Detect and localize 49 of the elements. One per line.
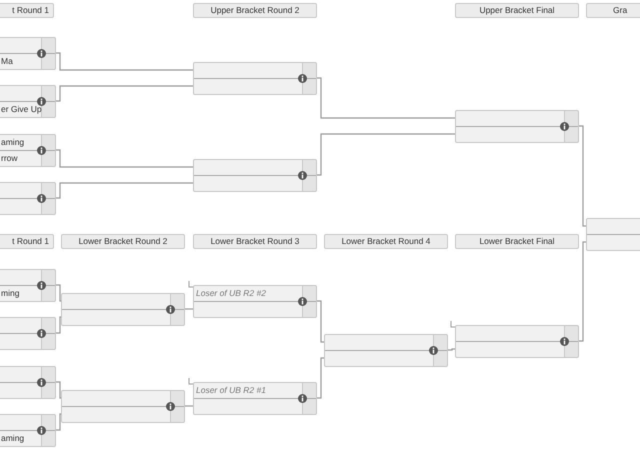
round-header: Upper Bracket Round 2 [193,3,317,18]
placeholder-text: Loser of UB R2 #2 [196,288,266,298]
match-box [455,325,579,358]
round-header: Upper Bracket Final [455,3,579,18]
match-box [455,110,579,143]
team-name: rrow [1,153,18,163]
team-name: Ma [1,56,13,66]
match-box [0,366,56,399]
team-name: aming [1,137,24,147]
match-box [0,269,56,302]
bracket-connector [317,357,324,399]
bracket-connector [56,316,62,334]
bracket-connector [56,413,62,431]
round-header: Gra [586,3,640,18]
round-header: Lower Bracket Round 2 [61,234,185,249]
bracket-connector [56,182,193,199]
round-header: t Round 1 [0,3,54,18]
match-box [193,382,317,415]
round-header: Lower Bracket Final [455,234,579,249]
round-header: t Round 1 [0,234,54,249]
bracket-connector [317,133,455,176]
bracket-connector [579,125,586,227]
team-name: er Give Up [1,104,42,114]
bracket-connector [317,77,455,119]
match-box [0,134,56,167]
bracket-connector [579,241,586,342]
bracket-connector [56,85,193,102]
bracket-connector [56,149,193,168]
match-box [193,285,317,318]
team-name: ming [1,288,20,298]
match-box [193,159,317,192]
match-box [0,37,56,70]
match-box [61,390,185,423]
bracket-connector [56,284,62,302]
match-box [0,182,56,215]
placeholder-text: Loser of UB R2 #1 [196,385,266,395]
match-box [324,334,448,367]
bracket-connector [56,52,193,71]
match-box [586,218,640,251]
round-header: Lower Bracket Round 3 [193,234,317,249]
match-box [0,317,56,350]
bracket-connector [317,300,324,343]
match-box [193,62,317,95]
match-box [0,414,56,447]
team-name: aming [1,433,24,443]
match-box [0,85,56,118]
match-box [61,293,185,326]
bracket-connector [56,381,62,399]
round-header: Lower Bracket Round 4 [324,234,448,249]
